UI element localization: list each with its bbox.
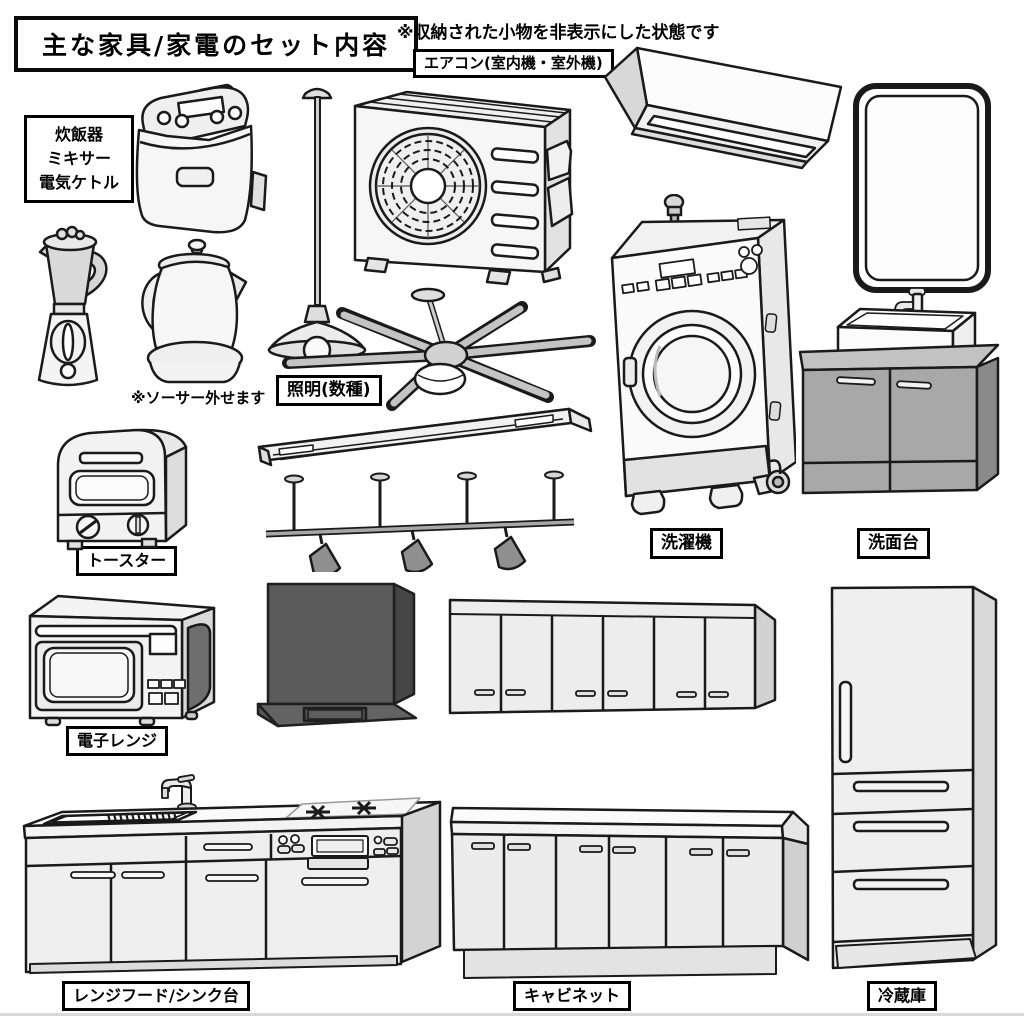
label-washstand: 洗面台 (857, 528, 930, 560)
label-lighting: 照明(数種) (276, 375, 382, 407)
indoor-ac-illustration (596, 46, 852, 176)
note-saucer: ※ソーサー外せます (131, 389, 266, 407)
outdoor-ac-illustration (342, 90, 584, 300)
label-refrigerator: 冷蔵庫 (867, 981, 938, 1011)
toaster-oven-illustration (50, 423, 192, 555)
label-kettle: 電気ケトル (39, 173, 120, 192)
washstand-illustration (795, 286, 1000, 526)
track-spotlights-illustration (262, 470, 578, 572)
label-range-hood-sink: レンジフード/シンク台 (62, 981, 250, 1011)
wall-cabinet-illustration (448, 582, 810, 718)
kettle-illustration (120, 238, 248, 388)
sink-counter-illustration (16, 770, 448, 982)
base-cabinet-illustration (446, 800, 814, 982)
microwave-illustration (22, 586, 222, 738)
bottom-artifact-line (0, 1013, 1024, 1016)
ceiling-fan-illustration (278, 285, 598, 420)
rice-cooker-illustration (125, 80, 270, 238)
blender-illustration (18, 222, 118, 390)
note-hidden-items: ※収納された小物を非表示にした状態です (397, 23, 720, 43)
batten-light-illustration (253, 403, 595, 475)
label-blender: ミキサー (47, 149, 112, 168)
page-title: 主な家具/家電のセット内容 (14, 16, 419, 72)
washing-machine-illustration (598, 194, 796, 529)
range-hood-illustration (256, 576, 418, 728)
refrigerator-illustration (826, 578, 998, 980)
label-microwave: 電子レンジ (66, 726, 169, 756)
label-washing-machine: 洗濯機 (650, 528, 723, 560)
label-toaster: トースター (76, 546, 178, 576)
label-rice-cooker: 炊飯器 (55, 125, 104, 144)
mirror-illustration (852, 82, 992, 294)
label-cabinet: キャビネット (513, 981, 632, 1011)
label-aircon: エアコン(室内機・室外機) (413, 49, 614, 78)
label-cooking-appliances: 炊飯器 ミキサー 電気ケトル (24, 115, 135, 203)
